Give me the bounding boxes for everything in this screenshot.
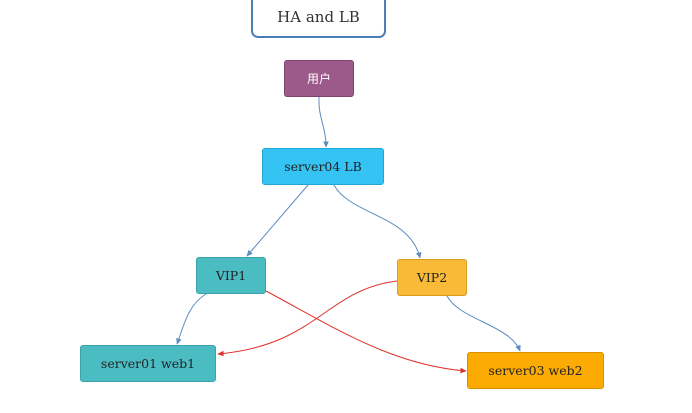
node-user[interactable]: 用户 — [284, 60, 354, 97]
diagram-title: HA and LB — [251, 0, 386, 38]
edge-vip2-to-web2 — [446, 295, 521, 352]
edge-user-to-lb — [318, 96, 329, 148]
node-vip1[interactable]: VIP1 — [196, 257, 266, 294]
node-server01-web1[interactable]: server01 web1 — [80, 345, 216, 382]
edge-vip2-to-web1 — [217, 280, 398, 357]
node-server04-lb[interactable]: server04 LB — [262, 148, 384, 185]
node-vip2[interactable]: VIP2 — [397, 259, 467, 296]
edge-lb-to-vip1 — [246, 184, 309, 257]
edge-lb-to-vip2 — [333, 184, 422, 259]
edge-vip1-to-web1 — [176, 293, 207, 345]
edge-vip1-to-web2 — [265, 290, 467, 374]
node-server03-web2[interactable]: server03 web2 — [467, 352, 604, 389]
